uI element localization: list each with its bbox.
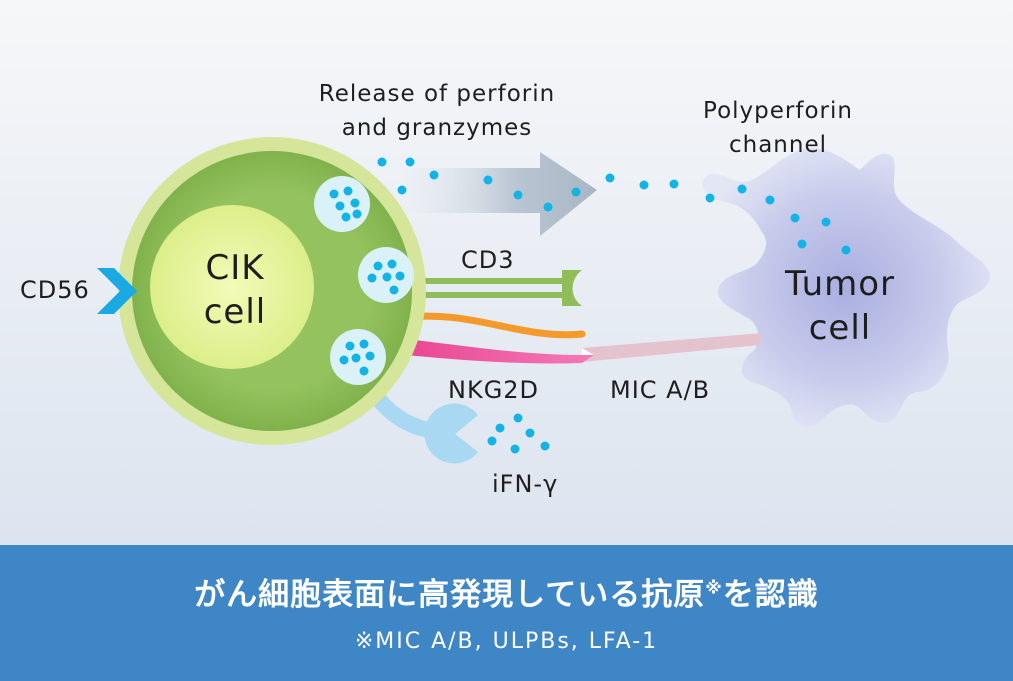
mic-ab-ligand [582, 333, 762, 362]
cd3-line-top [400, 278, 566, 284]
cik-nucleus [150, 205, 314, 369]
nkg2d-receptor [396, 338, 594, 364]
footer-band: がん細胞表面に高発現している抗原※を認識 ※MIC A/B, ULPBs, LF… [0, 545, 1013, 681]
footer-title: がん細胞表面に高発現している抗原※を認識 [0, 569, 1013, 614]
nkg2d-label: NKG2D [448, 376, 540, 404]
ifn-gamma-label: iFN-γ [492, 470, 559, 498]
cd3-line-bottom [400, 292, 566, 298]
mic-ab-label: MIC A/B [610, 376, 711, 404]
tumor-cell-label: Tumor cell [760, 262, 920, 350]
footer-reference-mark: ※ [705, 578, 723, 599]
diagram-stage: Release of perforin and granzymes Polype… [0, 0, 1013, 545]
cik-cell-label: CIK cell [170, 246, 300, 334]
cik-cell-label-line-1: CIK [205, 248, 265, 288]
tumor-cell-label-line-2: cell [808, 308, 872, 348]
footer-note: ※MIC A/B, ULPBs, LFA-1 [354, 629, 659, 654]
release-label-line-1: Release of perforin [318, 81, 556, 107]
release-arrow [395, 152, 597, 236]
tumor-cell [702, 147, 991, 427]
ifn-receptor-head [424, 403, 478, 464]
cd56-label: CD56 [20, 276, 90, 304]
release-label-line-2: and granzymes [341, 115, 533, 141]
diagram-canvas [0, 0, 1013, 545]
cd56-receptor [97, 268, 137, 314]
polyperforin-label: Polyperforin channel [668, 94, 888, 162]
cik-cell-label-line-2: cell [203, 292, 267, 332]
polyperforin-label-line-2: channel [728, 132, 827, 158]
cd3-receptor-head [562, 270, 582, 306]
orange-strand [396, 312, 586, 339]
polyperforin-label-line-1: Polyperforin [703, 98, 853, 124]
perforin-granzyme-dots [329, 157, 851, 376]
release-label: Release of perforin and granzymes [280, 77, 594, 145]
cd3-label: CD3 [461, 246, 515, 274]
footer-title-text-end: を認識 [722, 577, 819, 613]
ifn-gamma-dots [487, 413, 550, 454]
footer-title-text: がん細胞表面に高発現している抗原 [194, 577, 706, 613]
tumor-cell-label-line-1: Tumor [784, 264, 896, 304]
